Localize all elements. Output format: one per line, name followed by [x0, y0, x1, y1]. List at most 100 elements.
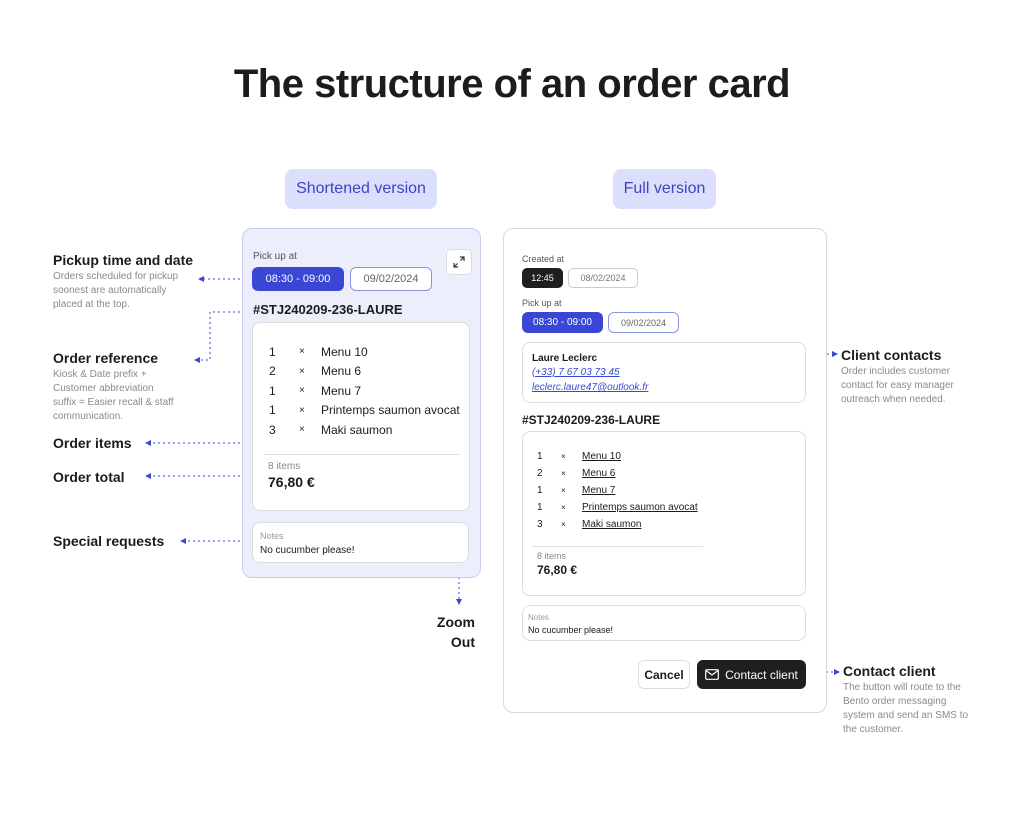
pickup-label: Pick up at [522, 298, 562, 308]
pickup-time-chip: 08:30 - 09:00 [252, 267, 344, 291]
divider [532, 546, 703, 547]
annotation-order-total: Order total [53, 469, 125, 485]
annotation-desc: The button will route to the Bento order… [843, 681, 993, 737]
list-item: 1×Menu 10 [269, 342, 469, 362]
list-item: 1 × Menu 10 [537, 448, 737, 465]
items-count: 8 items [268, 461, 301, 472]
annotation-title: Order reference [53, 350, 159, 366]
annotation-title: Pickup time and date [53, 252, 194, 268]
notes-box [252, 522, 469, 563]
desc-line: Customer abbreviation [53, 383, 154, 394]
item-name: Printemps saumon avocat [321, 403, 460, 418]
item-times: × [299, 404, 305, 416]
desc-line: communication. [53, 411, 124, 422]
annotation-client-contacts: Client contacts Order includes customer … [841, 347, 991, 407]
desc-line: outreach when needed. [841, 394, 946, 405]
item-qty: 1 [269, 403, 276, 418]
item-qty: 2 [537, 468, 543, 479]
desc-line: soonest are automatically [53, 285, 167, 296]
item-name: Maki saumon [582, 519, 642, 530]
annotation-title: Client contacts [841, 347, 942, 363]
item-qty: 3 [537, 519, 543, 530]
order-total: 76,80 € [537, 563, 578, 577]
desc-line: the customer. [843, 724, 904, 735]
desc-line: Orders scheduled for pickup [53, 271, 179, 282]
notes-label: Notes [260, 531, 284, 541]
shortened-version-header: Shortened version [285, 169, 437, 209]
pickup-time-chip: 08:30 - 09:00 [522, 312, 603, 333]
item-name: Menu 7 [582, 485, 616, 496]
desc-line: Kiosk & Date prefix + [53, 369, 147, 380]
zoom-label-line: Out [450, 634, 475, 650]
annotation-pickup: Pickup time and date Orders scheduled fo… [53, 252, 213, 312]
annotation-desc: Order includes customer contact for easy… [841, 365, 991, 407]
notes-text: No cucumber please! [528, 625, 614, 635]
annotation-zoom-out: Zoom Out [430, 612, 475, 652]
notes-label: Notes [528, 613, 549, 622]
cancel-button[interactable]: Cancel [638, 660, 690, 689]
list-item: 3 × Maki saumon [537, 516, 737, 533]
items-count: 8 items [537, 551, 567, 561]
item-name: Printemps saumon avocat [582, 502, 698, 513]
client-email-link[interactable]: leclerc.laure47@outlook.fr [532, 382, 649, 393]
item-qty: 1 [269, 383, 276, 398]
desc-line: Order includes customer [841, 366, 950, 377]
client-contacts-box [522, 342, 806, 403]
order-items-list: 1×Menu 10 2×Menu 6 1×Menu 7 1×Printemps … [537, 448, 737, 533]
item-name: Menu 7 [321, 383, 362, 398]
item-times: × [561, 469, 566, 478]
desc-line: suffix = Easier recall & staff [53, 397, 174, 408]
pickup-date-chip: 09/02/2024 [608, 312, 679, 333]
annotation-contact-client: Contact client The button will route to … [843, 663, 993, 737]
annotation-order-reference: Order reference Kiosk & Date prefix + Cu… [53, 350, 213, 424]
client-name: Laure Leclerc [532, 353, 598, 364]
annotation-desc: Orders scheduled for pickup soonest are … [53, 270, 213, 312]
item-qty: 1 [537, 451, 543, 462]
item-times: × [561, 452, 566, 461]
page-title: The structure of an order card [233, 62, 791, 106]
list-item: 1×Printemps saumon avocat [537, 499, 737, 516]
list-item: 3 × Maki saumon [269, 420, 469, 440]
pickup-date-chip: 09/02/2024 [350, 267, 432, 291]
item-name: Maki saumon [321, 422, 393, 437]
created-time-chip: 12:45 [522, 268, 563, 288]
notes-text: No cucumber please! [260, 545, 355, 556]
list-item: 1 × Printemps saumon avocat [269, 401, 469, 421]
order-reference: #STJ240209-236-LAURE [253, 302, 403, 317]
order-reference: #STJ240209-236-LAURE [522, 413, 661, 427]
item-times: × [299, 346, 305, 358]
item-name: Menu 10 [582, 451, 621, 462]
order-items-box [252, 322, 470, 511]
notes-box [522, 605, 806, 641]
list-item: 1 × Menu 7 [269, 381, 469, 401]
pickup-label: Pick up at [253, 251, 297, 262]
zoom-label-line: Zoom [436, 614, 475, 630]
mail-icon [705, 669, 720, 680]
item-times: × [561, 503, 566, 512]
desc-line: Bento order messaging [843, 696, 947, 707]
item-times: × [299, 385, 305, 397]
expand-arrows-icon [453, 256, 465, 268]
order-items-list: 1×Menu 10 2×Menu 6 1×Menu 7 1×Printemps … [269, 342, 469, 440]
order-total: 76,80 € [268, 474, 315, 490]
item-times: × [561, 520, 566, 529]
annotation-title: Contact client [843, 663, 936, 679]
item-qty: 2 [269, 364, 276, 379]
contact-client-label: Contact client [725, 667, 798, 682]
desc-line: system and send an SMS to [843, 710, 969, 721]
item-name: Menu 6 [321, 364, 362, 379]
list-item: 1×Menu 7 [537, 482, 737, 499]
item-qty: 1 [269, 344, 276, 359]
zoom-out-button[interactable] [446, 249, 472, 275]
item-qty: 3 [269, 422, 276, 437]
annotation-order-items: Order items [53, 435, 132, 451]
desc-line: placed at the top. [53, 299, 130, 310]
client-phone-link[interactable]: (+33) 7 67 03 73 45 [532, 367, 620, 378]
item-times: × [299, 365, 305, 377]
list-item: 2×Menu 6 [537, 465, 737, 482]
contact-client-button[interactable]: Contact client [697, 660, 806, 689]
item-qty: 1 [537, 485, 543, 496]
list-item: 2 × Menu 6 [269, 362, 469, 382]
full-version-header: Full version [613, 169, 716, 209]
item-times: × [299, 424, 305, 436]
